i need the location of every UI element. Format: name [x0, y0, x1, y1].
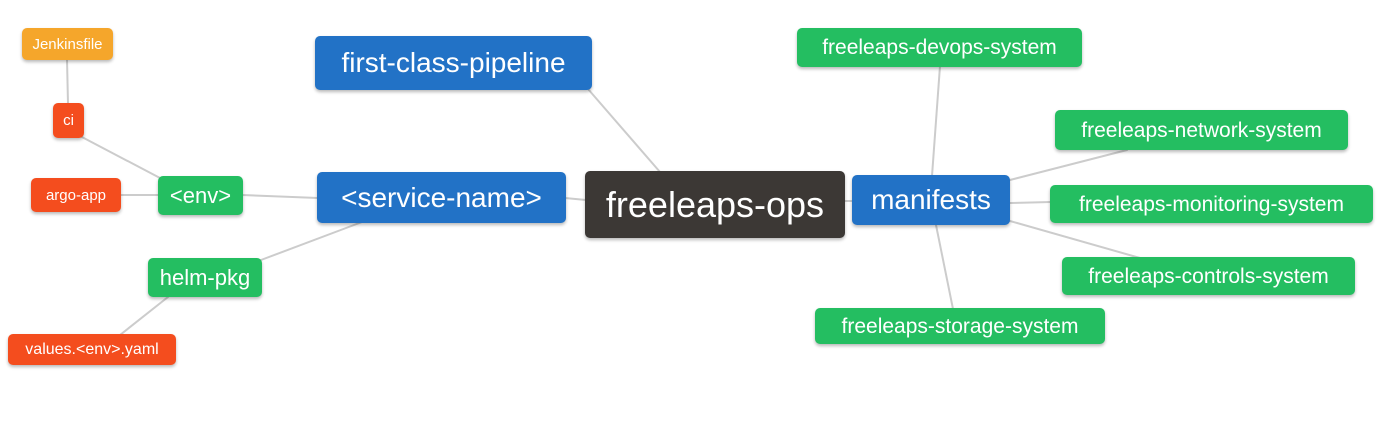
node-freeleaps-monitoring-system[interactable]: freeleaps-monitoring-system — [1050, 185, 1373, 223]
node-freeleaps-storage-system[interactable]: freeleaps-storage-system — [815, 308, 1105, 344]
node-service-name[interactable]: <service-name> — [317, 172, 566, 223]
node-ci[interactable]: ci — [53, 103, 84, 138]
node-manifests[interactable]: manifests — [852, 175, 1010, 225]
edge-env-service-name — [241, 194, 319, 199]
edge-pipeline-freeleaps-ops — [587, 88, 661, 173]
node-freeleaps-controls-system[interactable]: freeleaps-controls-system — [1062, 257, 1355, 295]
node-values-env-yaml[interactable]: values.<env>.yaml — [8, 334, 176, 365]
node-freeleaps-ops-root[interactable]: freeleaps-ops — [585, 171, 845, 238]
edge-jenkinsfile-ci — [66, 58, 69, 105]
edge-ci-env — [79, 135, 161, 179]
edge-values-helm-pkg — [119, 296, 169, 336]
edge-helm-pkg-service-name — [260, 221, 363, 261]
node-freeleaps-network-system[interactable]: freeleaps-network-system — [1055, 110, 1348, 150]
node-freeleaps-devops-system[interactable]: freeleaps-devops-system — [797, 28, 1082, 67]
edge-manifests-storage-system — [935, 224, 954, 310]
node-first-class-pipeline[interactable]: first-class-pipeline — [315, 36, 592, 90]
node-env[interactable]: <env> — [158, 176, 243, 215]
edge-manifests-controls-system — [1009, 220, 1141, 259]
edge-manifests-devops-system — [931, 65, 941, 177]
edge-service-name-freeleaps-ops — [564, 197, 587, 201]
node-helm-pkg[interactable]: helm-pkg — [148, 258, 262, 297]
node-argo-app[interactable]: argo-app — [31, 178, 121, 212]
edge-manifests-network-system — [1009, 149, 1128, 181]
edge-manifests-monitoring-system — [1009, 201, 1052, 204]
node-jenkinsfile[interactable]: Jenkinsfile — [22, 28, 113, 60]
